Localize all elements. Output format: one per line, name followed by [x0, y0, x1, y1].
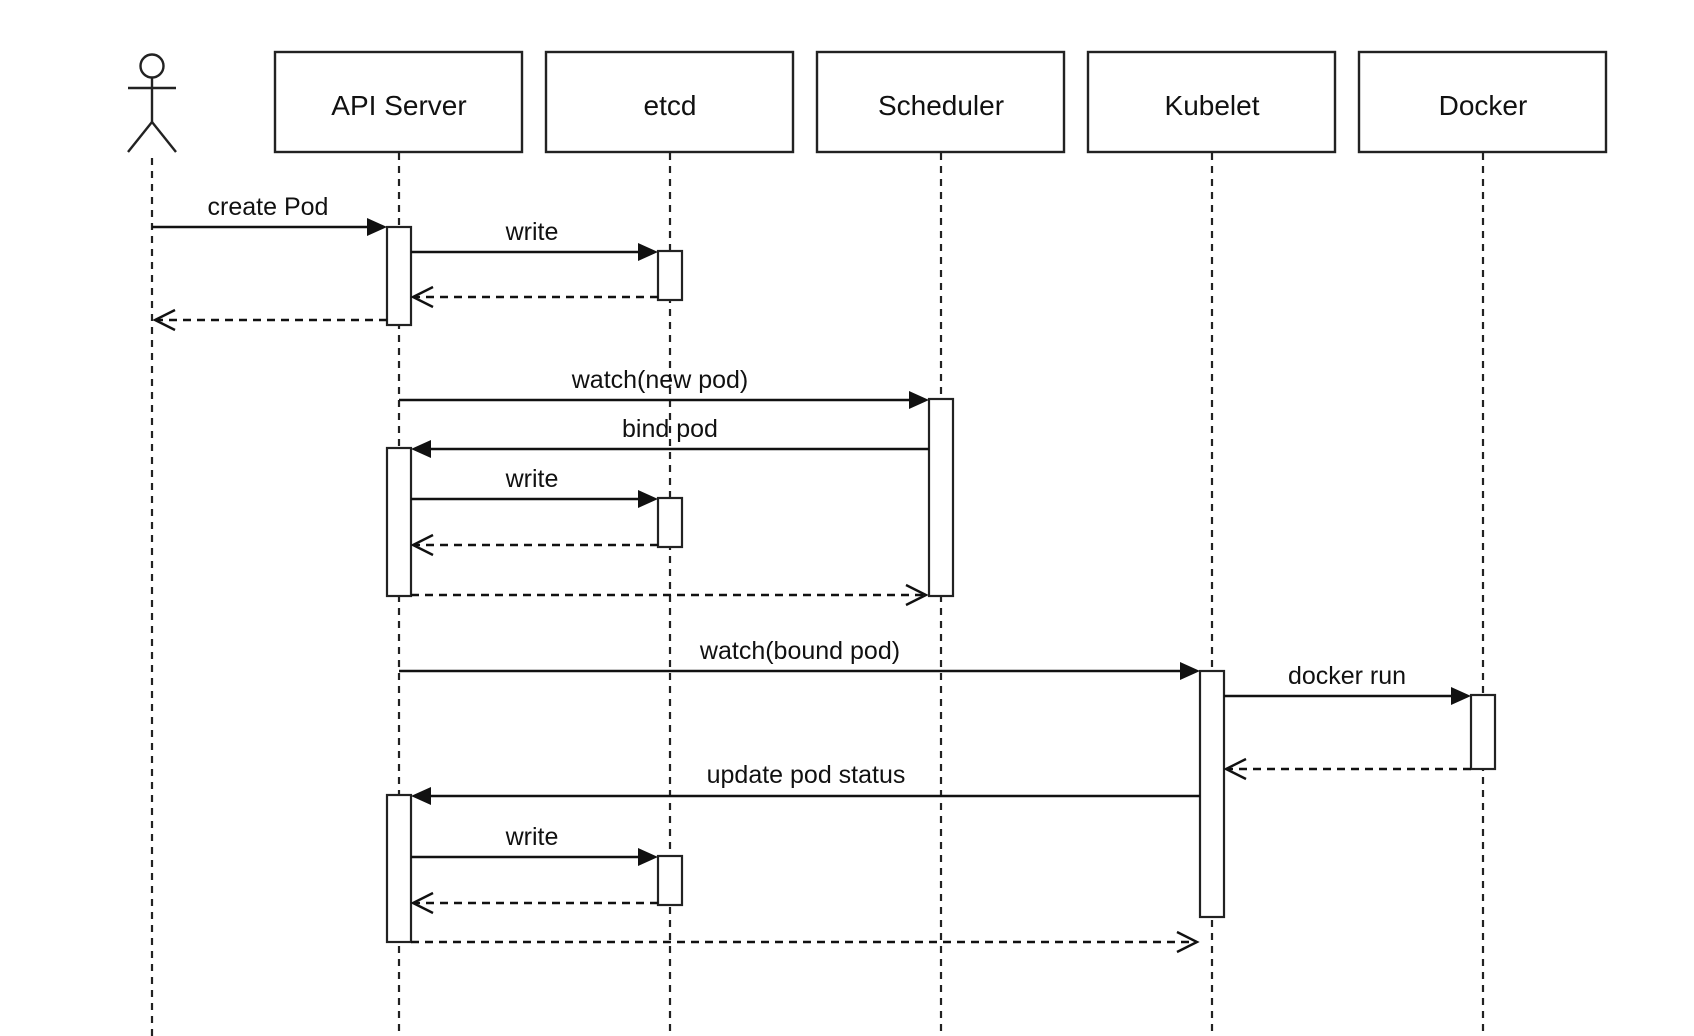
message-write: write [411, 823, 658, 866]
message-label: write [505, 823, 559, 851]
activation-api-server [385, 446, 413, 598]
activation-api-server [385, 793, 413, 944]
activation-api-server [385, 225, 413, 327]
activation-etcd [656, 249, 684, 302]
message-update-pod-status: update pod status [411, 761, 1200, 805]
message-label: bind pod [622, 415, 718, 443]
message-return [411, 930, 1200, 954]
message-label: watch(new pod) [571, 366, 748, 394]
participant-label: API Server [331, 90, 466, 121]
message-label: watch(bound pod) [699, 637, 900, 665]
message-label: write [505, 465, 559, 493]
participant-etcd: etcd [544, 50, 795, 154]
participant-kubelet: Kubelet [1086, 50, 1337, 154]
participant-label: Docker [1439, 90, 1528, 121]
user-actor-icon [127, 53, 177, 153]
participant-label: Kubelet [1165, 90, 1260, 121]
message-create-pod: create Pod [152, 193, 387, 236]
participant-scheduler: Scheduler [815, 50, 1066, 154]
message-label: docker run [1288, 662, 1406, 690]
message-write: write [411, 465, 658, 508]
message-docker-run: docker run [1224, 662, 1471, 705]
activation-etcd [656, 496, 684, 549]
message-watch-new-pod: watch(new pod) [399, 366, 929, 409]
activation-scheduler [927, 397, 955, 598]
message-return [1223, 757, 1471, 781]
participant-label: etcd [644, 90, 697, 121]
participant-docker: Docker [1357, 50, 1608, 154]
message-label: update pod status [707, 761, 906, 789]
message-write: write [411, 218, 658, 261]
activation-etcd [656, 854, 684, 907]
message-return [152, 308, 387, 332]
message-return [410, 533, 658, 557]
activation-kubelet [1198, 669, 1226, 919]
message-bind-pod: bind pod [411, 415, 929, 458]
message-watch-bound-pod: watch(bound pod) [399, 637, 1200, 680]
message-label: create Pod [208, 193, 329, 221]
participant-label: Scheduler [878, 90, 1004, 121]
message-return [410, 891, 658, 915]
activation-docker [1469, 693, 1497, 771]
message-return [410, 285, 658, 309]
participant-api-server: API Server [273, 50, 524, 154]
message-return [411, 583, 929, 607]
message-label: write [505, 218, 559, 246]
